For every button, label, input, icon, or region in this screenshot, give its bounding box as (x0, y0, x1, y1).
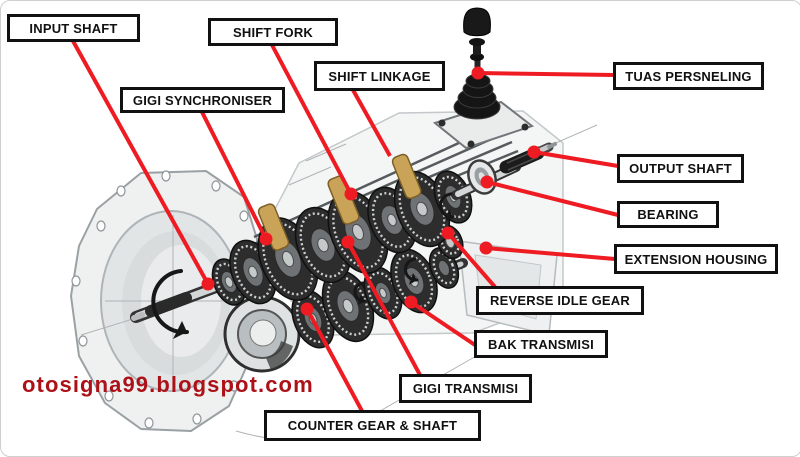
watermark-text: otosigna99.blogspot.com (22, 372, 314, 397)
label-output-shaft: OUTPUT SHAFT (617, 154, 744, 183)
label-counter-gear-shaft: COUNTER GEAR & SHAFT (264, 410, 481, 441)
label-gigi-transmisi: GIGI TRANSMISI (399, 374, 532, 403)
gear-shift-lever (453, 7, 501, 120)
rotation-arrows (151, 192, 455, 339)
label-tuas-persneling: TUAS PERSNELING (613, 62, 764, 90)
gear-knob (463, 7, 491, 37)
label-shift-fork: SHIFT FORK (208, 18, 338, 46)
label-gigi-synchroniser: GIGI SYNCHRONISER (120, 87, 285, 113)
label-bearing: BEARING (617, 201, 719, 228)
label-reverse-idle-gear: REVERSE IDLE GEAR (476, 286, 644, 315)
label-extension-housing: EXTENSION HOUSING (614, 244, 778, 274)
label-input-shaft: INPUT SHAFT (7, 14, 140, 42)
label-bak-transmisi: BAK TRANSMISI (474, 330, 608, 358)
counter-gear-cluster (223, 224, 468, 373)
label-shift-linkage: SHIFT LINKAGE (314, 61, 445, 91)
leader-lines (71, 40, 619, 412)
main-gear-cluster (80, 153, 473, 336)
